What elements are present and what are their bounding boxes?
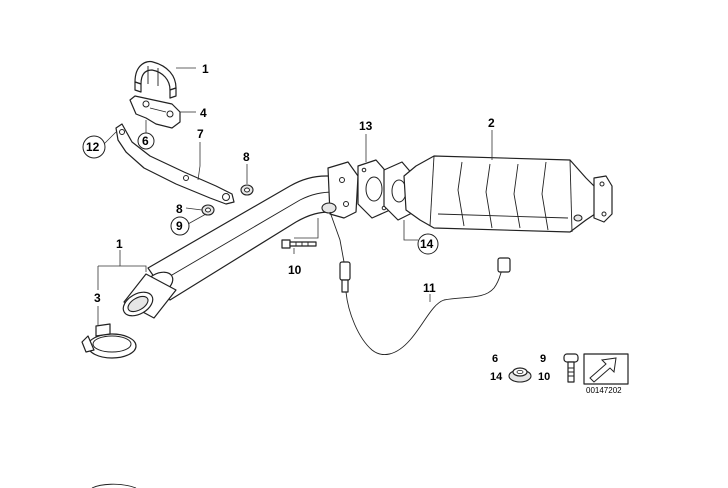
callout-8-lower: 8	[176, 202, 183, 216]
part-11-sensor-cable	[329, 211, 511, 356]
part-3-clamp-ring	[81, 323, 137, 359]
part-2-catalytic-converter	[403, 155, 613, 233]
callout-10: 12	[86, 140, 100, 154]
callout-7: 7	[197, 127, 204, 141]
callout-3: 3	[94, 291, 101, 305]
callout-10-circle	[82, 135, 106, 159]
part-4-holder	[129, 95, 181, 129]
diagram-code: 00147202	[586, 386, 622, 395]
callout-13: 13	[359, 119, 373, 133]
part-1-front-pipe	[122, 161, 359, 319]
part-7-bracket	[115, 123, 235, 205]
callout-5: 1	[202, 62, 209, 76]
callout-2: 2	[488, 116, 495, 130]
callout-9: 9	[176, 219, 183, 233]
callout-12: 10	[288, 263, 302, 277]
part-8-nut-lower	[201, 204, 215, 216]
part-5-clamp	[134, 60, 177, 99]
callout-14-circle	[417, 233, 439, 255]
callout-1: 1	[116, 237, 123, 251]
legend-right-bottom: 10	[538, 371, 550, 383]
callout-6: 6	[142, 134, 149, 148]
callout-labels: 1 4 6 12 7 8 8 9 1 3 10 13 2 14 11	[82, 62, 495, 305]
callout-6-circle	[137, 132, 155, 150]
part-8-nut-upper	[240, 184, 254, 196]
legend-arrow-icon	[583, 353, 629, 385]
callout-14: 14	[420, 237, 434, 251]
legend-right-top: 9	[540, 353, 546, 365]
callout-8-upper: 8	[243, 150, 250, 164]
callout-11: 11	[423, 281, 436, 295]
bottom-edge-arc	[91, 483, 137, 488]
legend-left-top: 6	[492, 353, 498, 365]
legend-left-bottom: 14	[490, 371, 503, 383]
leader-lines	[97, 67, 493, 326]
callout-4: 4	[200, 106, 207, 120]
legend: 6 14 9 10 00147202	[490, 353, 629, 395]
legend-bolt-icon	[563, 353, 579, 383]
callout-9-circle	[170, 216, 190, 236]
part-12-bolt	[281, 239, 317, 249]
